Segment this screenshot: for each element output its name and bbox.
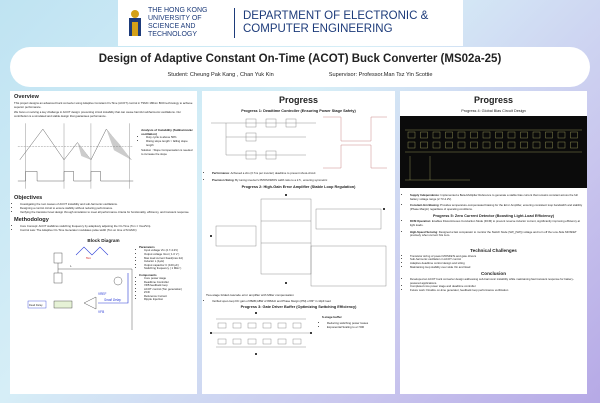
component-item: ZCD xyxy=(144,291,183,295)
zcd-item: DCM Operation: Enables Discontinuous Con… xyxy=(410,220,583,227)
analysis-item: Rising slope length > falling slope leng… xyxy=(146,139,189,147)
bias-item-text: : Implemented a Beta-Multiplier Referenc… xyxy=(410,193,578,201)
objective-item: Designing a control circuit to ensure st… xyxy=(20,206,193,211)
parameter-item: Input voltage Vin (2.7-4.2V) xyxy=(144,249,183,253)
inductor-label: L xyxy=(70,264,72,268)
deadtime-item-text: : By tuning inverter's PMOS/NMOS width r… xyxy=(233,177,328,182)
zcd-item-label: DCM Operation xyxy=(410,219,431,224)
gate-driver-schematic xyxy=(210,312,312,356)
block-diagram-heading: Block Diagram xyxy=(87,238,120,244)
component-item: VFB feedback loop xyxy=(144,283,183,288)
progress-2-heading: Progress 2: High-Gain Error Amplifier (S… xyxy=(241,185,356,190)
parameters-heading: Parameters xyxy=(139,245,155,250)
challenge-item: Maintaining loop stability over wide Vin… xyxy=(410,265,583,270)
deadtime-waveform xyxy=(323,116,387,169)
supervisor: Supervisor: Professor.Man Tsz Yin Scotti… xyxy=(328,72,433,78)
challenge-item: Adaptive deadtime control design and siz… xyxy=(410,261,583,266)
methodology-item: Core Concept: ACOT stabilizes switching … xyxy=(20,225,193,229)
hkust-logo-icon xyxy=(129,10,141,36)
challenge-item: Sub-harmonic oscillation in ACOT control xyxy=(410,258,583,262)
progress-5-heading: Progress 5: Zero Current Detector (Boost… xyxy=(432,214,555,219)
progress-heading-right: Progress xyxy=(473,95,514,105)
zcd-item-text: : Designed a fast comparator to monitor … xyxy=(410,229,577,238)
zcd-item: High-Speed Sensing: Designed a fast comp… xyxy=(410,229,583,238)
methodology-item: Control Law: The Adaptive On-Time Genera… xyxy=(20,228,193,233)
error-amp-caption: Two-stage folded cascode error amplifier… xyxy=(206,293,294,298)
conclusion-item: Developed an ACOT buck converter design … xyxy=(410,277,583,285)
parameter-item: Output voltage Vout ( 1.0 V ) xyxy=(144,252,183,257)
deadtime-item: Performance: Achieved a 2ns (0.7ns per i… xyxy=(212,171,391,176)
bias-circuit-schematic xyxy=(400,116,587,188)
dept-line-2: COMPUTER ENGINEERING xyxy=(243,23,393,35)
components-heading: Components xyxy=(139,272,157,277)
objectives-heading: Objectives xyxy=(14,195,43,202)
deadtime-item-label: Performance xyxy=(212,171,230,175)
progress-3-heading: Progress 3: Gate Driver Buffer (Optimizi… xyxy=(240,305,357,310)
buffer-item: Exponential Scaling to e= 500 xyxy=(327,325,368,330)
parameter-item: Output capacitor C (100 μF) xyxy=(144,263,183,268)
overview-text-1: This project designs an advanced buck co… xyxy=(14,101,193,109)
bias-item-text: : Provides temperature-compensated biasi… xyxy=(410,203,583,211)
component-item: ACOT control (Ton generation) xyxy=(144,287,183,292)
challenges-heading: Technical Challenges xyxy=(470,247,517,253)
challenge-item: Transistor sizing of power MOSFETs and g… xyxy=(410,254,583,259)
methodology-heading: Methodology xyxy=(14,217,49,224)
parameter-item: Switching frequency ( 1 MHz ) xyxy=(144,267,183,271)
header-divider xyxy=(234,8,235,38)
solution-text: Solution : Slope Compensation is needed … xyxy=(141,148,193,156)
block-diagram: Small Delay VREF VFB Dead Delay Ton L xyxy=(27,246,133,331)
objective-item: Verifying the transistor level design th… xyxy=(20,210,193,215)
zcd-item-label: High-Speed Sensing xyxy=(410,229,438,234)
department-name: DEPARTMENT OF ELECTRONIC &COMPUTER ENGIN… xyxy=(243,10,428,36)
small-delay-label: Small Delay xyxy=(104,298,121,302)
buffer-item: Reducing switching power losses xyxy=(327,322,368,326)
conclusion-item: Future work: Finalize on-time generator,… xyxy=(410,288,583,293)
deadtime-schematic xyxy=(211,118,316,160)
component-item: Deadtime Controller xyxy=(144,280,183,285)
component-item: Core power stage xyxy=(144,276,183,281)
middle-panel: Progress Progress 1: Deadtime Controller… xyxy=(202,91,395,394)
conclusion-item: Completed core power stage and deadtime … xyxy=(410,285,583,289)
progress-1-heading: Progress 1: Deadtime Controller (Ensurin… xyxy=(241,109,356,113)
vfb-label: VFB xyxy=(98,310,104,314)
analysis-heading: Analysis of Instability (Subharmonic osc… xyxy=(141,128,193,137)
buffer-heading: 6-stage buffer xyxy=(322,315,342,320)
header-banner: THE HONG KONG UNIVERSITY OF SCIENCE AND … xyxy=(118,0,463,46)
deadtime-item-label: Precision Sizing xyxy=(212,177,234,182)
ton-label: Ton xyxy=(86,256,91,260)
overview-heading: Overview xyxy=(14,94,39,100)
progress-heading: Progress xyxy=(278,95,319,105)
poster-title: Design of Adaptive Constant On-Time (ACO… xyxy=(98,53,502,65)
dead-delay-label: Dead Delay xyxy=(29,303,43,307)
error-amp-item: Verified open-loop DC gain of 88dB,GBW o… xyxy=(212,299,391,304)
component-item: Reference Current xyxy=(144,294,183,299)
overview-text-2: We focus on solving a key challenge in A… xyxy=(14,110,182,118)
ripple-waveform-diagram xyxy=(17,123,134,190)
vref-label: VREF xyxy=(98,292,107,296)
left-panel: Overview This project designs an advance… xyxy=(10,91,197,394)
dept-line-1: DEPARTMENT OF ELECTRONIC & xyxy=(243,10,429,22)
deadtime-item: Precision Sizing: By tuning inverter's P… xyxy=(212,177,391,183)
parameter-item: Max load current Iload(max 2A) xyxy=(144,256,183,261)
component-item: Ripple Injection xyxy=(144,298,183,302)
students: Student: Cheung Pak Kang , Chan Yuk Kin xyxy=(167,72,274,78)
bias-item-label: Constant-Gm Biasing xyxy=(410,203,439,208)
university-name: THE HONG KONG UNIVERSITY OF SCIENCE AND … xyxy=(148,7,208,38)
deadtime-item-text: : Achieved a 2ns (0.7ns per inverter) de… xyxy=(229,171,316,175)
parameter-item: Inductor L (1μH) xyxy=(144,260,183,264)
analysis-item: Duty cycle is above 50% xyxy=(146,136,189,140)
bias-item: Supply Independence: Implemented a Beta-… xyxy=(410,193,583,201)
error-amplifier-schematic xyxy=(210,194,387,287)
conclusion-heading: Conclusion xyxy=(480,271,506,277)
title-banner: Design of Adaptive Constant On-Time (ACO… xyxy=(10,47,590,87)
bias-item-label: Supply Independence xyxy=(410,193,439,197)
bias-item: Constant-Gm Biasing: Provides temperatur… xyxy=(410,203,583,211)
zcd-item-text: : Enables Discontinuous Conduction Mode … xyxy=(410,219,581,227)
progress-4-heading: Progress 4: Global Bias Circuit Design xyxy=(461,109,526,113)
right-panel: Progress Progress 4: Global Bias Circuit… xyxy=(400,91,587,394)
objective-item: Investigating the root causes of ACOT in… xyxy=(20,203,193,207)
